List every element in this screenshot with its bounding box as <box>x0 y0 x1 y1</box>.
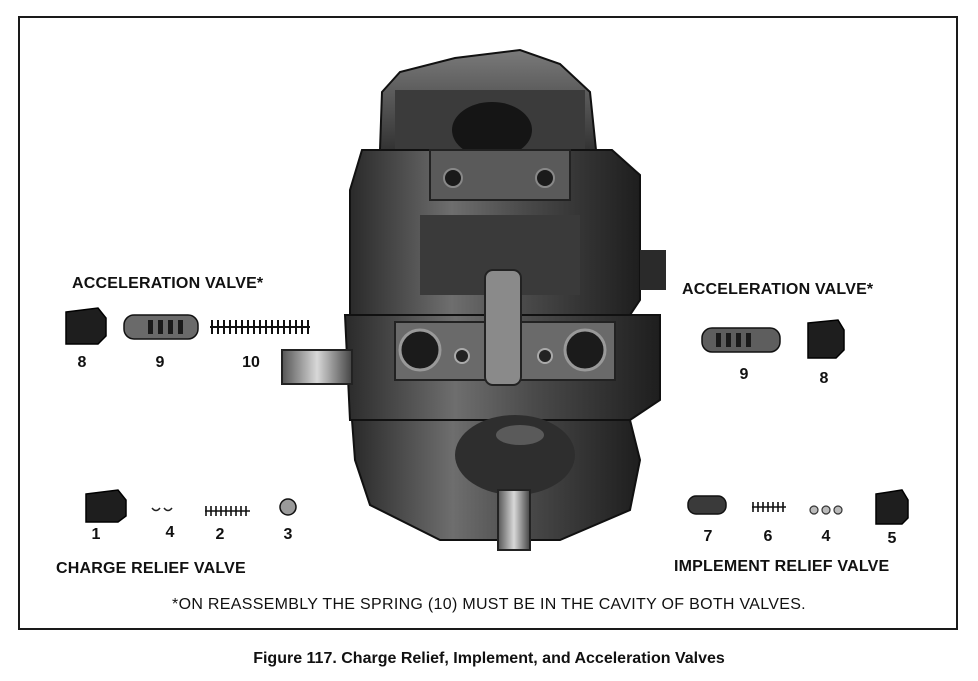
implement-relief-valve-label: IMPLEMENT RELIEF VALVE <box>674 558 890 575</box>
plug-8-left <box>65 307 107 345</box>
part-number-8-right: 8 <box>819 370 829 387</box>
figure-caption: Figure 117. Charge Relief, Implement, an… <box>253 650 725 667</box>
part-number-3: 3 <box>283 526 293 543</box>
part-number-6: 6 <box>763 528 773 545</box>
shims-4-right <box>809 505 843 515</box>
spring-6 <box>752 502 786 512</box>
acceleration-valve-label-right: ACCELERATION VALVE* <box>682 281 874 298</box>
implement-relief-valve-parts <box>687 489 909 525</box>
part-number-9-left: 9 <box>155 354 165 371</box>
part-number-4-charge: 4 <box>165 524 175 541</box>
plug-8-right <box>807 319 845 359</box>
poppet-7 <box>687 495 727 515</box>
part-number-5: 5 <box>887 530 897 547</box>
left-acceleration-valve-parts <box>65 307 310 345</box>
spring-2 <box>205 506 250 516</box>
part-number-2: 2 <box>215 526 225 543</box>
charge-relief-valve-label: CHARGE RELIEF VALVE <box>56 560 246 577</box>
shims-4-left <box>151 507 173 512</box>
reassembly-note: *ON REASSEMBLY THE SPRING (10) MUST BE I… <box>172 596 806 613</box>
spring-10 <box>210 320 310 334</box>
part-number-7: 7 <box>703 528 713 545</box>
plug-5 <box>875 489 909 525</box>
part-number-4-implement: 4 <box>821 528 831 545</box>
part-number-9-right: 9 <box>739 366 749 383</box>
acceleration-valve-label-left: ACCELERATION VALVE* <box>72 275 264 292</box>
part-number-8-left: 8 <box>77 354 87 371</box>
ball-3 <box>279 498 297 516</box>
plug-1 <box>85 489 127 523</box>
part-number-1: 1 <box>91 526 101 543</box>
right-acceleration-valve-parts <box>701 319 845 359</box>
charge-relief-valve-parts <box>85 489 297 523</box>
figure-frame <box>18 16 958 630</box>
part-number-10: 10 <box>242 354 260 371</box>
hydraulic-pump <box>281 48 666 551</box>
